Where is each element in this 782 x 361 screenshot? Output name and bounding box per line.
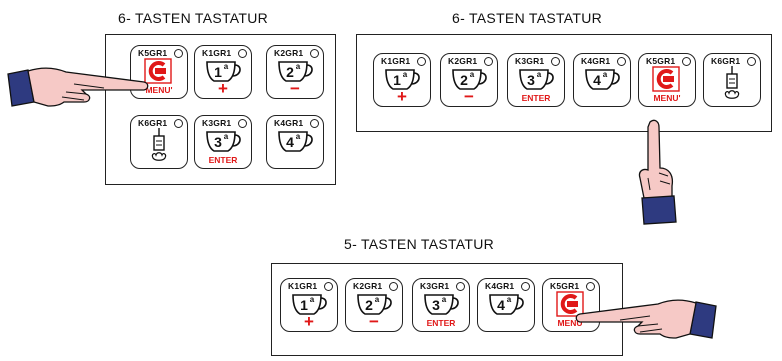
dose-ordinal: a bbox=[296, 62, 301, 71]
dose-number: 1 bbox=[214, 64, 222, 80]
dose-ordinal: a bbox=[224, 132, 229, 141]
key-k6[interactable]: K6GR1 bbox=[130, 115, 188, 169]
dose-number: 4 bbox=[286, 134, 294, 150]
pointing-hand-icon bbox=[624, 118, 684, 228]
dose-ordinal: a bbox=[603, 70, 608, 79]
dose-number: 3 bbox=[527, 72, 535, 88]
dose-number: 3 bbox=[432, 297, 440, 313]
dose-ordinal: a bbox=[375, 295, 380, 304]
enter-caption: ENTER bbox=[413, 318, 469, 328]
six-key-left-title: 6- TASTEN TASTATUR bbox=[118, 10, 268, 26]
plus-icon: + bbox=[374, 87, 430, 107]
pointing-hand-icon bbox=[570, 294, 720, 344]
dose-ordinal: a bbox=[224, 62, 229, 71]
menu-caption: MENU' bbox=[639, 93, 695, 103]
key-k6[interactable]: K6GR1 bbox=[703, 53, 761, 107]
minus-icon: − bbox=[441, 87, 497, 107]
dose-ordinal: a bbox=[470, 70, 475, 79]
pointing-hand-icon bbox=[4, 62, 154, 112]
enter-caption: ENTER bbox=[195, 155, 251, 165]
dose-ordinal: a bbox=[310, 295, 315, 304]
dose-number: 3 bbox=[214, 134, 222, 150]
enter-caption: ENTER bbox=[508, 93, 564, 103]
minus-icon: − bbox=[267, 79, 323, 99]
dose-number: 2 bbox=[365, 297, 373, 313]
dose-number: 1 bbox=[300, 297, 308, 313]
dose-ordinal: a bbox=[537, 70, 542, 79]
dose-number: 1 bbox=[393, 72, 401, 88]
dose-number: 2 bbox=[286, 64, 294, 80]
plus-icon: + bbox=[195, 79, 251, 99]
dose-number: 4 bbox=[497, 297, 505, 313]
dose-number: 4 bbox=[593, 72, 601, 88]
steam-valve-icon bbox=[704, 54, 760, 106]
dose-ordinal: a bbox=[442, 295, 447, 304]
steam-valve-icon bbox=[131, 116, 187, 168]
dose-ordinal: a bbox=[296, 132, 301, 141]
plus-icon: + bbox=[281, 312, 337, 332]
dose-ordinal: a bbox=[507, 295, 512, 304]
six-key-right-title: 6- TASTEN TASTATUR bbox=[452, 10, 602, 26]
five-key-title: 5- TASTEN TASTATUR bbox=[344, 236, 494, 252]
minus-icon: − bbox=[346, 312, 402, 332]
dose-number: 2 bbox=[460, 72, 468, 88]
dose-ordinal: a bbox=[403, 70, 408, 79]
